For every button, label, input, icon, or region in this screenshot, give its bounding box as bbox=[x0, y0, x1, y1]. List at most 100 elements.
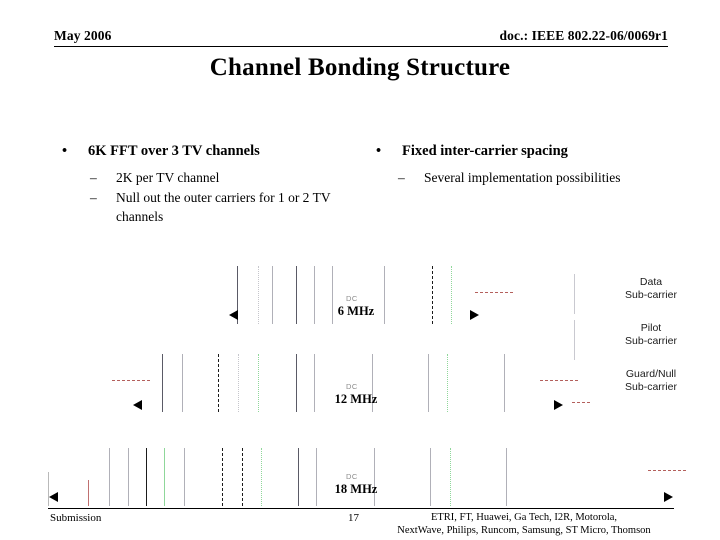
arrow-left-icon bbox=[229, 310, 238, 320]
sub-bullet-left-2-label: Null out the outer carriers for 1 or 2 T… bbox=[116, 189, 331, 225]
carrier-line bbox=[182, 354, 183, 412]
carrier-line bbox=[506, 448, 507, 506]
header-date: May 2006 bbox=[54, 28, 112, 43]
arrow-left-icon bbox=[49, 492, 58, 502]
carrier-line bbox=[128, 448, 129, 506]
carrier-line bbox=[504, 354, 505, 412]
carrier-line bbox=[432, 266, 433, 324]
carrier-line bbox=[298, 448, 299, 506]
carrier-line bbox=[447, 354, 448, 412]
legend: Data Sub-carrier Pilot Sub-carrier Guard… bbox=[572, 272, 714, 410]
carrier-line bbox=[164, 448, 165, 506]
legend-label-guard-line1: Guard/Null bbox=[625, 368, 677, 380]
legend-label-pilot-line2: Sub-carrier bbox=[625, 335, 677, 347]
carrier-line bbox=[296, 266, 297, 324]
legend-item-guard: Guard/Null Sub-carrier bbox=[572, 364, 714, 410]
guard-null-marker bbox=[648, 470, 686, 471]
bandwidth-label-6mhz: 6 MHz bbox=[337, 304, 375, 318]
carrier-line bbox=[316, 448, 317, 506]
carrier-line bbox=[88, 480, 89, 506]
bullet-primary-left: • 6K FFT over 3 TV channels bbox=[56, 143, 366, 160]
bullet-column-right: • Fixed inter-carrier spacing – Several … bbox=[370, 143, 660, 188]
carrier-line bbox=[332, 266, 333, 324]
dash-marker-icon: – bbox=[398, 170, 405, 185]
page-title: Channel Bonding Structure bbox=[209, 54, 511, 81]
carrier-line bbox=[222, 448, 223, 506]
sub-bullet-left-1: – 2K per TV channel bbox=[56, 168, 366, 188]
dc-label-18mhz: DC bbox=[346, 472, 358, 481]
spectrum-row-18mhz: DC 18 MHz bbox=[0, 414, 720, 506]
legend-label-pilot: Pilot Sub-carrier bbox=[590, 322, 712, 348]
footer-affiliations: ETRI, FT, Huawei, Ga Tech, I2R, Motorola… bbox=[374, 512, 674, 537]
data-subcarrier-icon bbox=[574, 274, 575, 314]
carrier-line bbox=[372, 354, 373, 412]
guard-null-marker bbox=[540, 380, 578, 381]
header-doc-number: doc.: IEEE 802.22-06/0069r1 bbox=[499, 28, 668, 43]
sub-bullet-right-1: – Several implementation possibilities bbox=[370, 168, 660, 188]
bullet-marker-icon: • bbox=[62, 143, 68, 159]
footer-submission: Submission bbox=[50, 512, 102, 524]
legend-item-data: Data Sub-carrier bbox=[574, 272, 714, 318]
spectrum-row-12mhz: DC 12 MHz bbox=[0, 324, 720, 412]
legend-label-guard-line2: Sub-carrier bbox=[625, 381, 677, 393]
span-arrow-6mhz bbox=[229, 310, 479, 320]
slide-footer: Submission 17 ETRI, FT, Huawei, Ga Tech,… bbox=[48, 508, 674, 539]
arrow-right-icon bbox=[554, 400, 563, 410]
bandwidth-label-12mhz: 12 MHz bbox=[334, 392, 378, 406]
axis-left-tick bbox=[48, 472, 49, 506]
dc-label-6mhz: DC bbox=[346, 294, 358, 303]
carrier-line bbox=[237, 266, 238, 324]
carrier-line bbox=[184, 448, 185, 506]
guard-null-marker bbox=[475, 292, 513, 293]
bullet-primary-right-label: Fixed inter-carrier spacing bbox=[402, 143, 568, 159]
footer-affiliations-line1: ETRI, FT, Huawei, Ga Tech, I2R, Motorola… bbox=[430, 512, 618, 523]
carrier-line bbox=[218, 354, 219, 412]
sub-bullets-left: – 2K per TV channel – Null out the outer… bbox=[56, 168, 366, 227]
legend-item-pilot: Pilot Sub-carrier bbox=[574, 318, 714, 364]
carrier-line bbox=[428, 354, 429, 412]
carrier-line bbox=[109, 448, 110, 506]
legend-label-data-line1: Data bbox=[639, 276, 663, 288]
spectrum-diagram: DC 6 MHz DC 12 MHz bbox=[0, 236, 720, 510]
legend-label-pilot-line1: Pilot bbox=[640, 322, 662, 334]
sub-bullet-left-2: – Null out the outer carriers for 1 or 2… bbox=[56, 188, 366, 227]
footer-page-number: 17 bbox=[348, 512, 359, 524]
carrier-line bbox=[242, 448, 243, 506]
span-arrow-18mhz bbox=[49, 492, 673, 502]
carrier-line bbox=[384, 266, 385, 324]
sub-bullet-left-1-label: 2K per TV channel bbox=[116, 170, 220, 185]
guard-null-subcarrier-icon bbox=[572, 402, 590, 403]
sub-bullet-right-1-label: Several implementation possibilities bbox=[424, 170, 621, 185]
guard-null-marker bbox=[112, 380, 150, 381]
bullet-primary-left-label: 6K FFT over 3 TV channels bbox=[88, 143, 260, 159]
sub-bullets-right: – Several implementation possibilities bbox=[370, 168, 660, 188]
legend-label-data: Data Sub-carrier bbox=[590, 276, 712, 302]
carrier-line bbox=[451, 266, 452, 324]
carrier-line bbox=[146, 448, 147, 506]
span-arrow-12mhz bbox=[133, 400, 563, 410]
bandwidth-label-18mhz: 18 MHz bbox=[334, 482, 378, 496]
carrier-line bbox=[374, 448, 375, 506]
legend-label-data-line2: Sub-carrier bbox=[625, 289, 677, 301]
dc-label-12mhz: DC bbox=[346, 382, 358, 391]
carrier-line bbox=[238, 354, 239, 412]
arrow-right-icon bbox=[470, 310, 479, 320]
carrier-line bbox=[261, 448, 262, 506]
carrier-line bbox=[314, 354, 315, 412]
bullet-marker-icon: • bbox=[376, 143, 382, 159]
slide-header: May 2006 doc.: IEEE 802.22-06/0069r1 bbox=[54, 28, 668, 47]
arrow-left-icon bbox=[133, 400, 142, 410]
spectrum-row-6mhz: DC 6 MHz bbox=[0, 236, 720, 324]
dash-marker-icon: – bbox=[90, 189, 97, 205]
footer-affiliations-line2: NextWave, Philips, Runcom, Samsung, ST M… bbox=[397, 524, 651, 536]
carrier-line bbox=[272, 266, 273, 324]
carrier-line bbox=[314, 266, 315, 324]
carrier-line bbox=[258, 354, 259, 412]
carrier-line bbox=[296, 354, 297, 412]
carrier-line bbox=[258, 266, 259, 324]
pilot-subcarrier-icon bbox=[574, 320, 575, 360]
carrier-line bbox=[430, 448, 431, 506]
legend-label-guard: Guard/Null Sub-carrier bbox=[590, 368, 712, 394]
dash-marker-icon: – bbox=[90, 170, 97, 185]
